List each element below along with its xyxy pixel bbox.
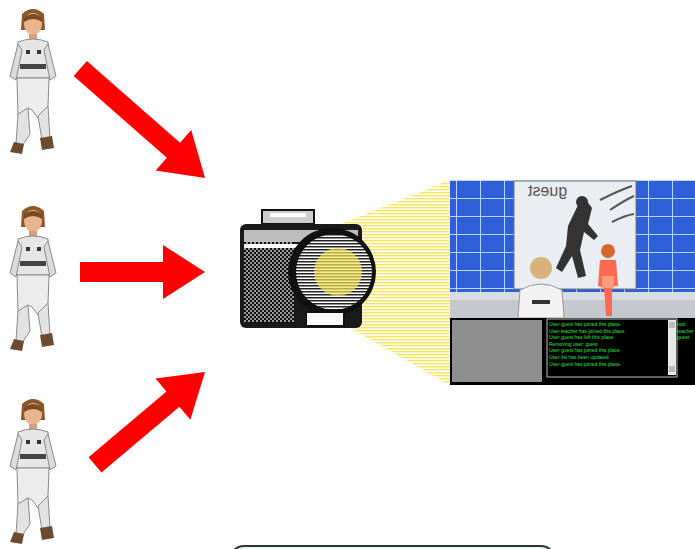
chat-line: User guest has joined this place.: [549, 361, 667, 368]
avatar-figure: [10, 399, 56, 544]
bottom-panel: [230, 546, 555, 549]
chat-line: teacher: [677, 328, 695, 335]
chat-line: User guest has left this place.: [549, 334, 667, 341]
chat-line: guest: [677, 334, 695, 341]
red-arrow: [78, 351, 223, 485]
chat-line: User guest has joined this place.: [549, 347, 667, 354]
chat-line: User list has been updated.: [549, 354, 667, 361]
chat-line: User guest has joined this place.: [549, 321, 667, 328]
chat-log-panel: User guest has joined this place.User te…: [549, 321, 667, 375]
red-arrow: [62, 48, 222, 198]
avatar-figure: [10, 206, 56, 351]
camera-icon: [240, 210, 376, 328]
red-arrow: [80, 245, 205, 299]
chat-line: root: [677, 321, 695, 328]
virtual-world-screenshot: [450, 180, 695, 385]
user-list-panel: rootteacherguest: [677, 321, 695, 351]
board-text: guest: [528, 182, 567, 200]
chat-line: Removing user: guest: [549, 341, 667, 348]
chat-line: User teacher has joined this place.: [549, 328, 667, 335]
avatar-figure: [10, 9, 56, 154]
